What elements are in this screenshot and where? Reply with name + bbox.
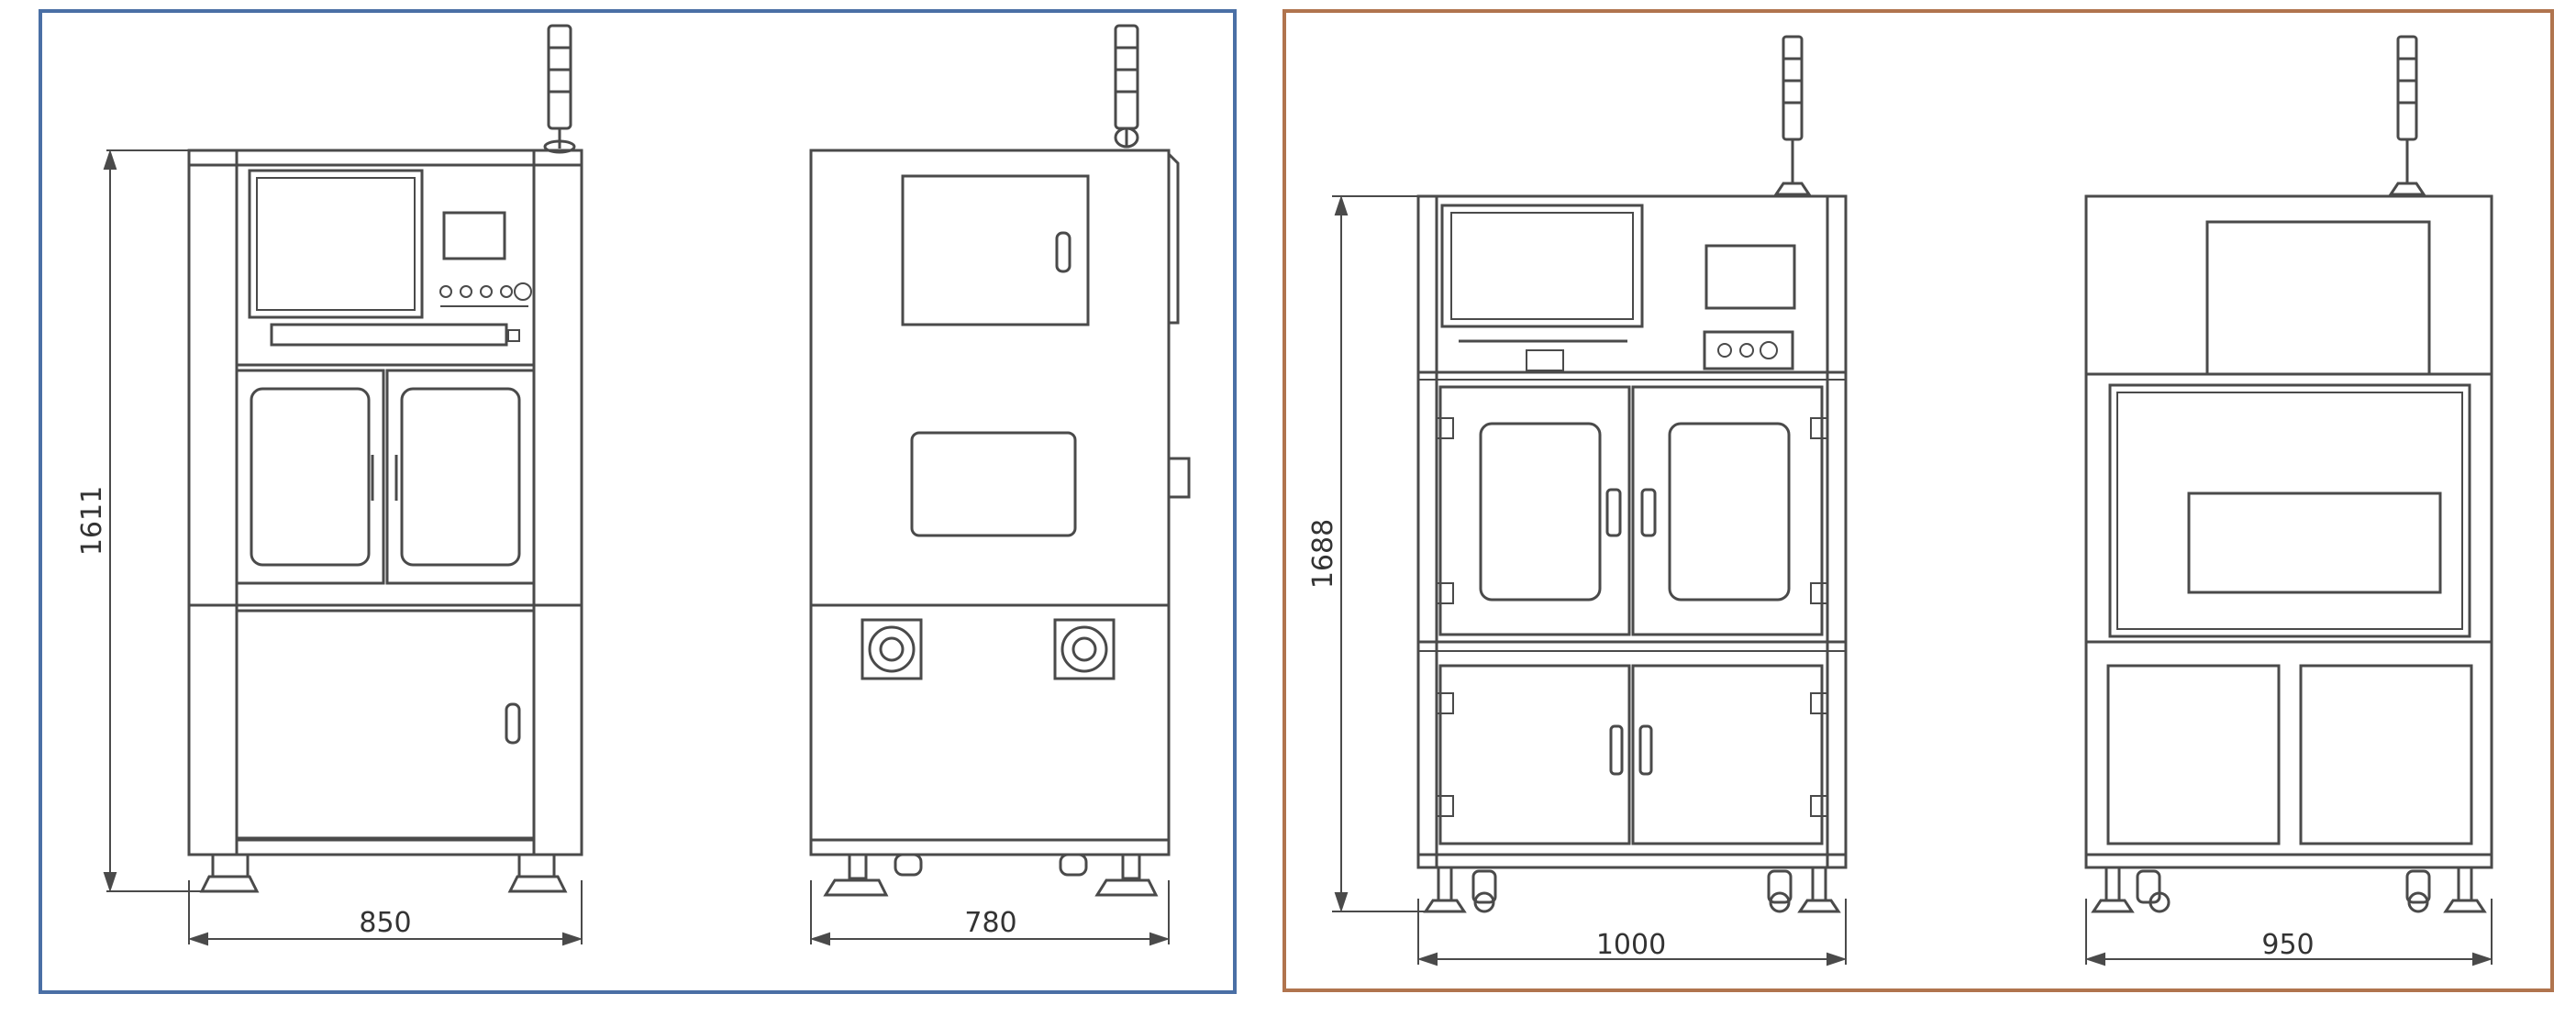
hinges: [1436, 417, 1828, 817]
side-feet-casters: [823, 853, 1159, 897]
side-feet-casters: [2091, 866, 2487, 913]
signal-tower: [543, 24, 576, 154]
dim-label-a-height: 1611: [76, 486, 108, 556]
machine-a-side-view: [809, 24, 1191, 897]
cabinet-body: [187, 149, 583, 856]
lower-door-left: [1438, 664, 1631, 845]
upper-door-right: [1631, 385, 1824, 636]
machine-b-front-view: [1416, 35, 1848, 913]
keyboard-tray: [270, 323, 508, 347]
upper-door-right: [385, 369, 536, 585]
dim-label-b-height: 1688: [1307, 519, 1339, 589]
hmi-panel: [442, 211, 506, 260]
dimension-line-a-height: [103, 149, 204, 893]
side-ports: [861, 618, 1116, 680]
dim-label-b-side-width: 950: [2261, 929, 2314, 961]
signal-tower: [2388, 35, 2426, 196]
side-cabinet-body: [2084, 194, 2493, 869]
side-access-panel: [901, 174, 1090, 326]
monitor: [248, 169, 424, 319]
dimension-line-a-side-width: [809, 880, 1171, 946]
control-buttons: [439, 282, 532, 307]
panel-machine-a: 1611 850: [39, 9, 1237, 994]
dimension-line-b-height: [1332, 194, 1427, 913]
cabinet-body: [1416, 194, 1848, 869]
monitor: [1440, 204, 1644, 328]
signal-tower: [1114, 24, 1139, 149]
machine-a-front-view: [187, 24, 583, 893]
control-buttons: [1703, 330, 1794, 370]
lower-door: [235, 609, 536, 840]
side-window: [2187, 491, 2442, 594]
panel-frame-right: [1282, 9, 2554, 992]
leveling-feet: [199, 853, 568, 893]
panel-frame-left: [39, 9, 1237, 994]
hmi-panel: [1704, 244, 1796, 310]
dim-label-a-side-width: 780: [964, 907, 1016, 939]
dimension-line-b-side-width: [2084, 899, 2493, 966]
side-enclosure: [2108, 383, 2471, 638]
machine-b-side-view: [2084, 35, 2493, 913]
side-cabinet-body: [809, 149, 1171, 856]
dimension-line-b-front-width: [1416, 899, 1848, 966]
dim-label-b-front-width: 1000: [1596, 929, 1666, 961]
signal-tower: [1773, 35, 1812, 196]
dimension-line-a-front-width: [187, 880, 583, 946]
side-lower-panel-right: [2299, 664, 2473, 845]
upper-door-left: [235, 369, 385, 585]
side-lower-panel-left: [2106, 664, 2281, 845]
dim-label-a-front-width: 850: [359, 907, 411, 939]
lower-door-right: [1631, 664, 1824, 845]
side-top-panel: [2205, 220, 2431, 376]
side-window: [910, 431, 1077, 537]
feet-casters: [1423, 866, 1841, 913]
upper-door-left: [1438, 385, 1631, 636]
panel-machine-b: 1688 1000: [1282, 9, 2554, 992]
